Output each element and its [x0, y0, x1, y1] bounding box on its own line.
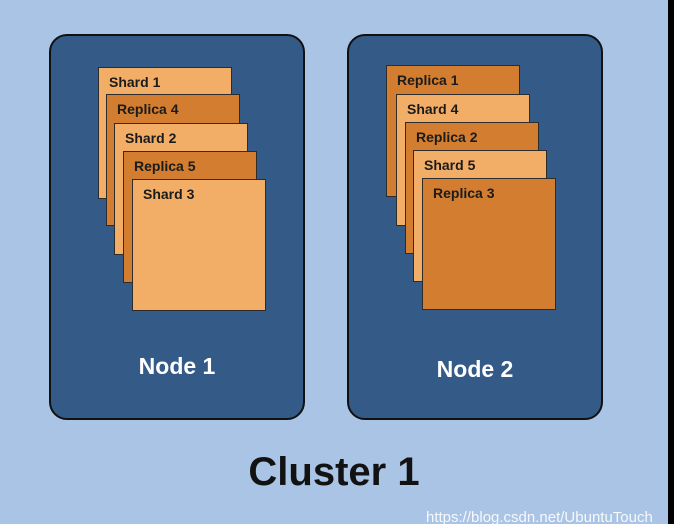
- card-label: Replica 5: [134, 158, 196, 174]
- card-label: Shard 5: [424, 157, 476, 173]
- node-1-label: Node 1: [138, 353, 216, 379]
- watermark: https://blog.csdn.net/UbuntuTouch: [426, 510, 653, 525]
- card-label: Shard 1: [109, 74, 161, 90]
- node-2-label: Node 2: [436, 356, 514, 382]
- cluster-title: Cluster 1: [248, 450, 420, 494]
- card-label: Replica 2: [416, 129, 478, 145]
- shard-3-card: Shard 3: [132, 179, 266, 311]
- card-label: Shard 3: [143, 186, 195, 202]
- card-label: Shard 4: [407, 101, 459, 117]
- card-label: Replica 1: [397, 72, 459, 88]
- card-label: Shard 2: [125, 130, 177, 146]
- replica-3-card: Replica 3: [422, 178, 556, 310]
- right-edge: [668, 0, 674, 524]
- card-label: Replica 3: [433, 185, 495, 201]
- card-label: Replica 4: [117, 101, 179, 117]
